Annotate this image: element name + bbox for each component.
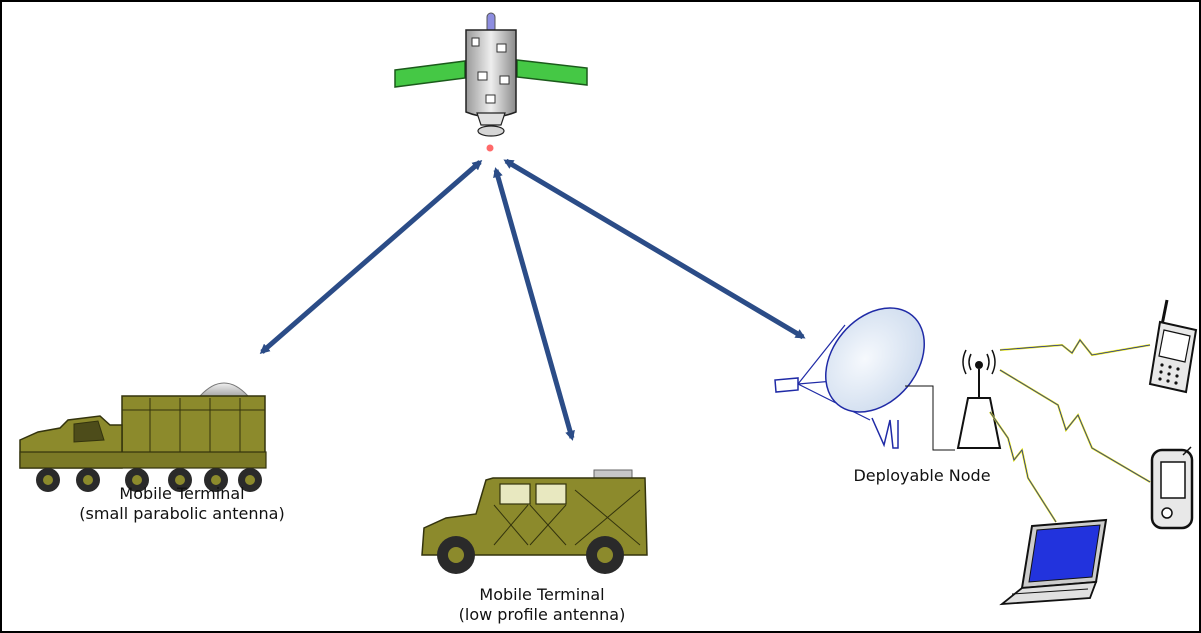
node-label-text: Deployable Node (853, 466, 991, 485)
cell-phone-icon (1148, 299, 1198, 394)
truck-label-line1: Mobile Terminal (119, 484, 245, 503)
router-antenna-icon (956, 349, 1002, 449)
satellite-dish-icon (774, 307, 955, 451)
humvee-label: Mobile Terminal (low profile antenna) (432, 585, 652, 625)
laptop-icon (999, 518, 1108, 606)
humvee-label-line2: (low profile antenna) (458, 605, 626, 624)
wireless-link-pda (999, 369, 1151, 483)
truck-label: Mobile Terminal (small parabolic antenna… (62, 484, 302, 524)
pda-icon (1150, 446, 1194, 530)
humvee-label-line1: Mobile Terminal (479, 585, 605, 604)
arrow-to-node (503, 158, 806, 340)
arrow-to-humvee (493, 167, 575, 441)
humvee-icon (421, 469, 648, 574)
arrow-to-truck (259, 160, 483, 354)
truck-label-line2: (small parabolic antenna) (79, 504, 285, 523)
military-truck-icon (19, 382, 267, 492)
node-label: Deployable Node (832, 466, 1012, 486)
wireless-links (989, 338, 1151, 523)
satellite-icon (394, 12, 588, 152)
satellite-links (259, 158, 806, 441)
